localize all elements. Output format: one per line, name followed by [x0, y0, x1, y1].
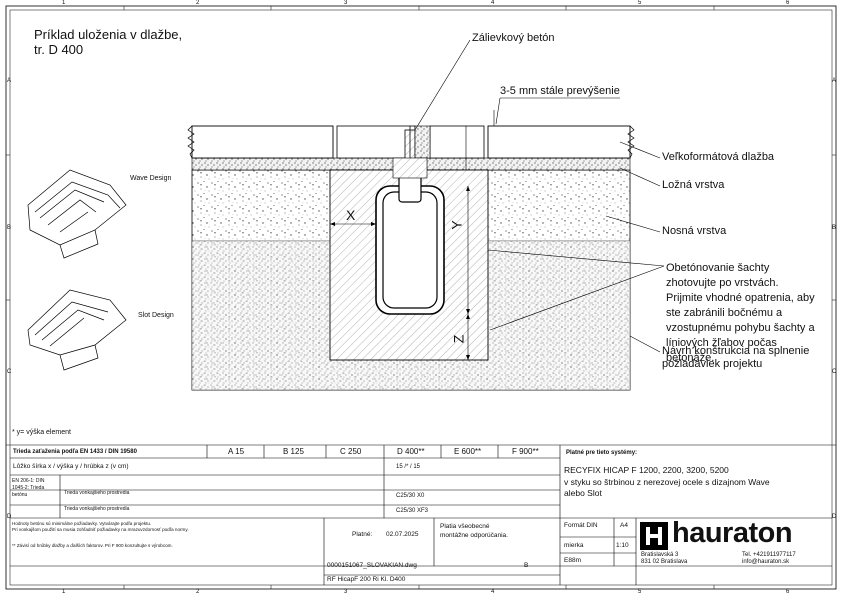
footnote: * y= výška element [12, 429, 71, 436]
callout-encasement: Obetónovanie šachty zhotovujte po vrstvá… [666, 261, 815, 366]
row3-label: Trieda vonkajšieho prostredia [64, 506, 130, 512]
side-label: EN 206-1: DIN 1045-2: Trieda betónu [12, 478, 45, 498]
row-label-c: C [7, 369, 12, 375]
scale-label: mierka [564, 542, 584, 549]
row-label-d-right: D [832, 514, 837, 520]
col-label-4: 4 [491, 0, 495, 6]
table-notes: Hodnoty betónu sú minimálne požiadavky. … [12, 521, 320, 549]
row-label-a-right: A [832, 78, 837, 84]
note-line: Pri vonkajšom použití sa musia zohľadniť… [12, 527, 189, 532]
callout-elevation: 3-5 mm stále prevýšenie [500, 85, 620, 97]
drawing-subtitle: tr. D 400 [34, 42, 84, 57]
class-f900: F 900** [512, 447, 539, 456]
validity-line1: RECYFIX HICAP F 1200, 2200, 3200, 5200 [564, 465, 729, 475]
table-header: Trieda zaťaženia podľa EN 1433 / DIN 195… [13, 449, 137, 455]
row3-value: C25/30 XF3 [396, 508, 429, 514]
check-note-line: Platia všeobecné [440, 523, 490, 530]
dim-x-label: X [346, 207, 356, 223]
check-note-line: montážne odporúčania. [440, 532, 508, 539]
encasement-line: betonáže. [666, 352, 715, 364]
encasement-line: Prijmite vhodné opatrenia, aby [666, 292, 815, 304]
col-label-3-bottom: 3 [344, 589, 348, 595]
validity-label: Platné pre tieto systémy: [566, 450, 638, 456]
row1-value: 15 /* / 15 [396, 464, 421, 470]
drawing-title: Príklad uloženia v dlažbe, [34, 27, 183, 42]
drawing-id: RF HicapF 200 Ri Kl. D400 [327, 576, 406, 583]
callout-bedding: Ložná vrstva [662, 179, 725, 191]
row2-value: C25/30 X0 [396, 493, 425, 499]
col-label-2: 2 [196, 0, 200, 6]
col-label-6: 6 [786, 0, 790, 6]
drawing-code: E88m [564, 557, 581, 564]
encasement-line: zhotovujte po vrstvách. [666, 277, 779, 289]
row-label-c-right: C [832, 369, 837, 375]
company-phone: Tel. +421911977117 [742, 552, 796, 558]
col-label-5: 5 [638, 0, 642, 6]
encasement-line: líniových žľabov počas [666, 337, 777, 349]
col-label-3: 3 [344, 0, 348, 6]
dim-z-label: Z [450, 334, 467, 344]
col-label-1: 1 [62, 0, 66, 6]
callout-paving: Veľkoformátová dlažba [662, 151, 775, 163]
note-line: Hodnoty betónu sú minimálne požiadavky. … [12, 521, 152, 526]
construction-line: požiadaviek projektu [662, 358, 763, 370]
file-name: 0000151067_SLOVAKIAN.dwg [327, 562, 417, 569]
note-line: ** Závisí od hrúbky dlažby a ďalších fak… [12, 543, 173, 548]
validity-line2: v styku so štrbinou z nerezovej ocele s … [564, 477, 770, 487]
valid-from-label: Platné: [352, 531, 373, 538]
class-b125: B 125 [283, 447, 304, 456]
dim-y-label: Y [448, 220, 465, 230]
product-slot-label: Slot Design [138, 312, 174, 319]
revision: B [524, 562, 529, 569]
col-label-5-bottom: 5 [638, 589, 642, 595]
company-email: info@hauraton.sk [742, 559, 790, 565]
valid-from-date: 02.07.2025 [386, 531, 419, 538]
company-address2: 831 02 Bratislava [641, 559, 688, 565]
construction-line: Návrh konštrukcia na splnenie [662, 345, 810, 357]
encasement-line: vzostupnému pohybu šachty a [666, 322, 815, 334]
col-label-6-bottom: 6 [786, 589, 790, 595]
callout-construction: Návrh konštrukcia na splnenie požiadavie… [662, 345, 809, 371]
col-label-2-bottom: 2 [196, 589, 200, 595]
col-label-1-bottom: 1 [62, 589, 66, 595]
validity-line3: alebo Slot [564, 488, 602, 498]
row-label-d: D [7, 514, 12, 520]
callout-concrete: Zálievkový betón [472, 32, 555, 44]
encasement-line: ste zabránili bočnému a [666, 307, 783, 319]
class-c250: C 250 [340, 447, 362, 456]
row-label-a: A [7, 78, 12, 84]
check-note: Platia všeobecné montážne odporúčania. [440, 522, 508, 540]
class-a15: A 15 [228, 447, 245, 456]
format-label: Formát DIN [564, 522, 598, 529]
row2-label: Trieda vonkajšieho prostredia [64, 490, 130, 496]
row-label-b: B [7, 225, 12, 231]
company-address1: Bratislavská 3 [641, 552, 679, 558]
encasement-line: Obetónovanie šachty [666, 262, 770, 274]
row-label-b-right: B [832, 225, 837, 231]
col-label-4-bottom: 4 [491, 589, 495, 595]
callout-base: Nosná vrstva [662, 225, 727, 237]
format-value: A4 [620, 522, 628, 529]
row1-label: Lôžko šírka x / výška y / hrúbka z (v cm… [13, 463, 129, 470]
scale-value: 1:10 [616, 542, 629, 549]
product-wave-label: Wave Design [130, 175, 172, 182]
class-e600: E 600** [454, 447, 482, 456]
class-d400: D 400** [397, 447, 425, 456]
company-logo-text: hauraton [672, 517, 793, 549]
